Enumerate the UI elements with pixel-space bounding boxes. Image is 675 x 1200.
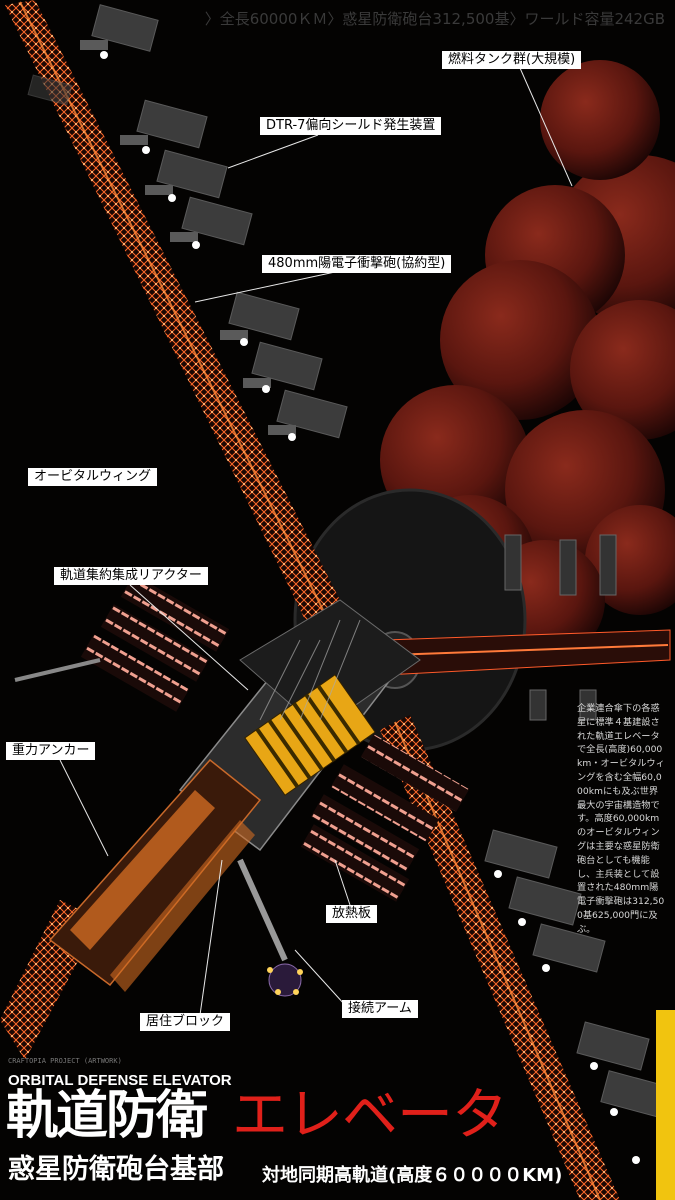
- title-main-white: 軌道防衛: [6, 1086, 208, 1146]
- radiator-panels: [80, 574, 470, 902]
- label-positron-cannon: 480mm陽電子衝撃砲(協約型): [262, 255, 452, 273]
- english-title: ORBITAL DEFENSE ELEVATOR: [8, 1072, 232, 1089]
- title-main-red: エレベータ: [232, 1083, 508, 1148]
- label-shield-generator: DTR-7偏向シールド発生装置: [260, 117, 442, 135]
- subtitle-large: 惑星防衛砲台基部: [8, 1154, 224, 1185]
- lower-panels: [484, 829, 668, 1118]
- label-fuel-tanks: 燃料タンク群(大規模): [442, 51, 582, 69]
- label-gravity-anchor: 重力アンカー: [6, 742, 96, 760]
- habitat-pod: [267, 963, 303, 997]
- subtitle-small: 対地同期高軌道(高度６００００KM): [262, 1165, 563, 1186]
- upper-tower: [5, 0, 345, 630]
- label-habitat-block: 居住ブロック: [140, 1013, 231, 1031]
- connector-arm: [14, 658, 288, 962]
- orbital-wing: [384, 534, 671, 721]
- yellow-accent-bar: [656, 1010, 675, 1200]
- spec-banner: 〉全長60000ＫＭ〉惑星防衛砲台312,500基〉ワールド容量242GB: [204, 10, 665, 28]
- label-connector-arm: 接続アーム: [342, 1000, 418, 1018]
- credit-text: CRAFTOPIA PROJECT (ARTWORK): [8, 1057, 122, 1065]
- description-text: 企業連合傘下の各惑星に標準４基建設された軌道エレベータで全長(高度)60,000…: [577, 703, 665, 935]
- label-radiator: 放熱板: [326, 905, 378, 923]
- arm-pods: [80, 40, 640, 1164]
- label-reactor: 軌道集約集成リアクター: [54, 567, 208, 585]
- label-orbital-wing: オービタルウィング: [28, 468, 158, 486]
- gravity-anchor: [48, 758, 262, 992]
- leader-lines: [59, 67, 573, 1016]
